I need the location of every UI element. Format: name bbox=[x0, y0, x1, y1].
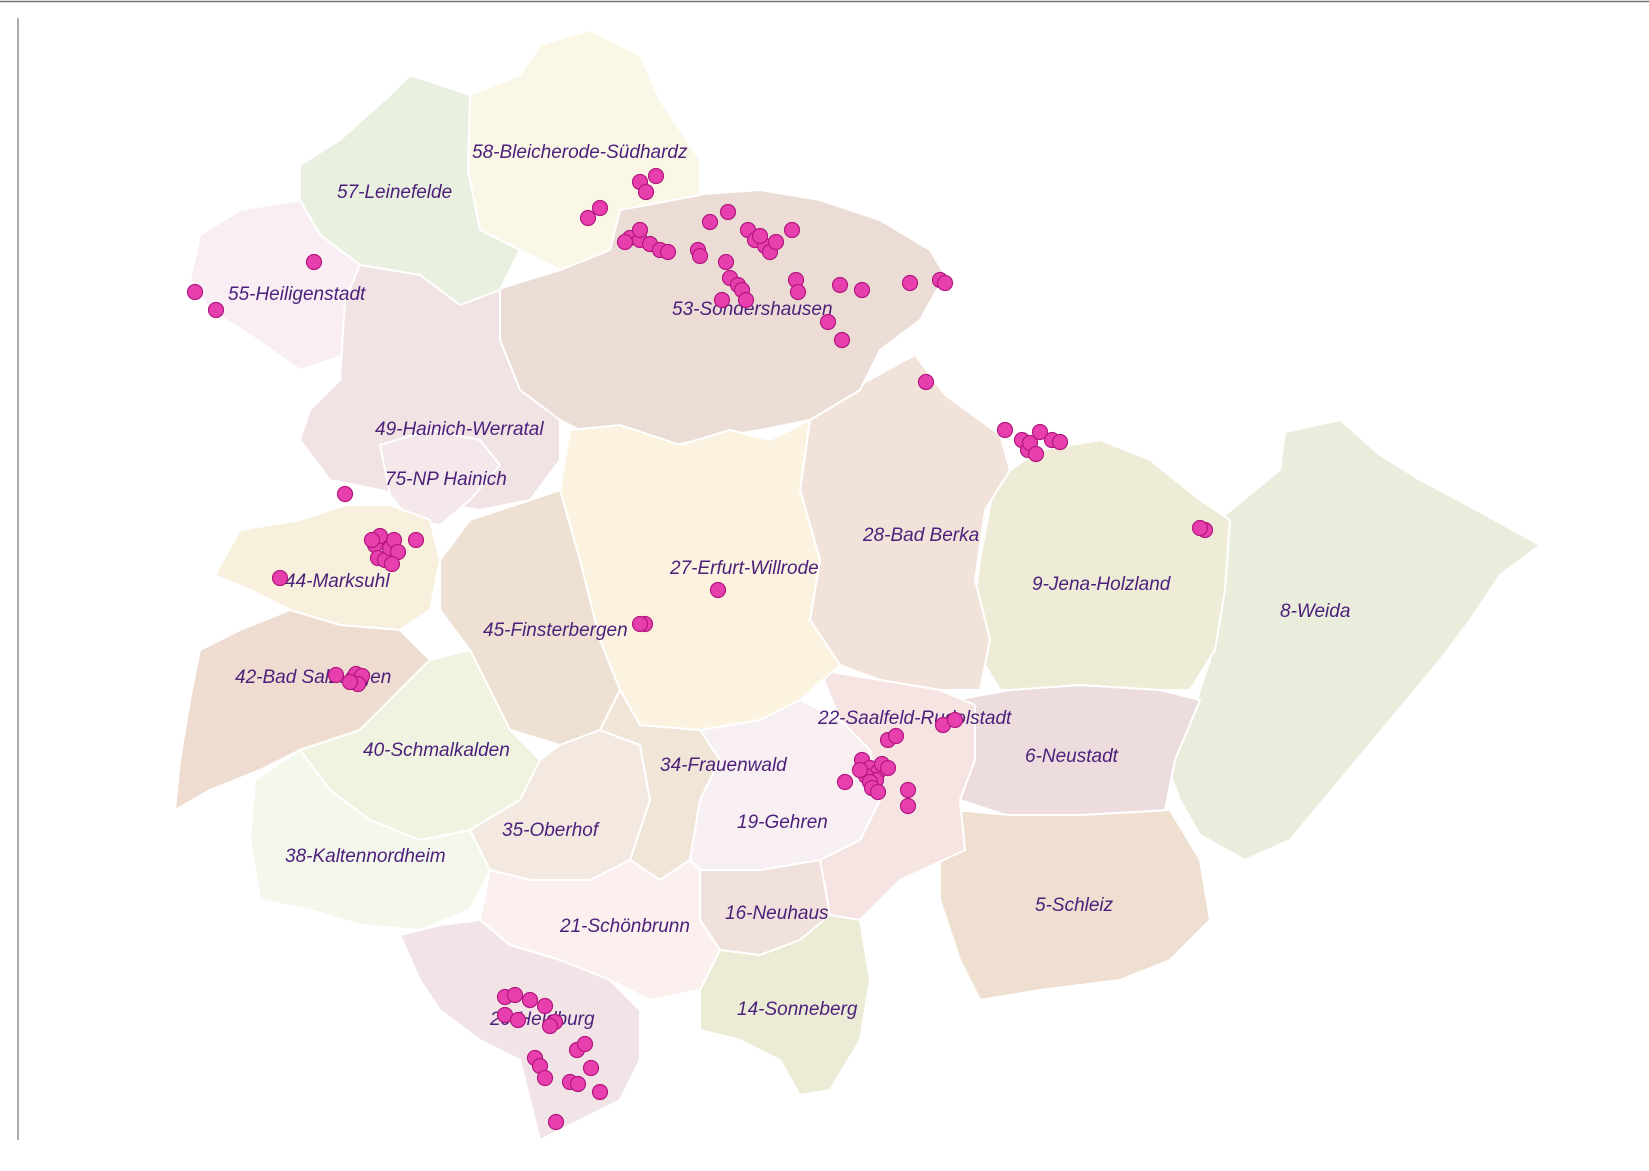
region-14[interactable] bbox=[699, 914, 871, 1096]
observation-point[interactable] bbox=[271, 569, 289, 587]
observation-point[interactable] bbox=[899, 781, 917, 799]
region-label-27: 27-Erfurt-Willrode bbox=[669, 558, 819, 579]
observation-point[interactable] bbox=[719, 203, 737, 221]
observation-point[interactable] bbox=[509, 1011, 527, 1029]
observation-point[interactable] bbox=[789, 283, 807, 301]
observation-point[interactable] bbox=[521, 991, 539, 1009]
observation-point[interactable] bbox=[869, 783, 887, 801]
observation-point[interactable] bbox=[853, 281, 871, 299]
observation-point[interactable] bbox=[1027, 445, 1045, 463]
observation-point[interactable] bbox=[709, 581, 727, 599]
observation-point[interactable] bbox=[383, 555, 401, 573]
region-38[interactable] bbox=[249, 749, 491, 931]
region-label-49: 49-Hainich-Werratal bbox=[375, 419, 544, 440]
region-label-53: 53-Sondershausen bbox=[672, 299, 833, 320]
observation-point[interactable] bbox=[659, 243, 677, 261]
observation-point[interactable] bbox=[899, 797, 917, 815]
observation-point[interactable] bbox=[831, 276, 849, 294]
observation-point[interactable] bbox=[637, 183, 655, 201]
region-label-layer: 58-Bleicherode-Südhardz 57-Leinefelde 55… bbox=[228, 142, 1350, 1030]
observation-point[interactable] bbox=[717, 253, 735, 271]
observation-point[interactable] bbox=[1051, 433, 1069, 451]
region-label-8: 8-Weida bbox=[1280, 601, 1350, 622]
observation-point[interactable] bbox=[767, 233, 785, 251]
observation-point[interactable] bbox=[547, 1113, 565, 1131]
observation-point[interactable] bbox=[186, 283, 204, 301]
observation-point[interactable] bbox=[836, 773, 854, 791]
observation-point[interactable] bbox=[647, 167, 665, 185]
region-label-19: 19-Gehren bbox=[737, 812, 828, 833]
observation-point[interactable] bbox=[946, 711, 964, 729]
observation-point[interactable] bbox=[582, 1059, 600, 1077]
observation-point[interactable] bbox=[591, 1083, 609, 1101]
observation-point[interactable] bbox=[541, 1017, 559, 1035]
observation-point[interactable] bbox=[879, 759, 897, 777]
observation-point[interactable] bbox=[506, 986, 524, 1004]
observation-point[interactable] bbox=[1031, 423, 1049, 441]
observation-point[interactable] bbox=[579, 209, 597, 227]
region-label-9: 9-Jena-Holzland bbox=[1032, 574, 1172, 595]
observation-point[interactable] bbox=[363, 531, 381, 549]
observation-point[interactable] bbox=[783, 221, 801, 239]
region-label-21: 21-Schönbrunn bbox=[559, 916, 690, 937]
region-label-16: 16-Neuhaus bbox=[725, 903, 829, 924]
region-label-14: 14-Sonneberg bbox=[737, 999, 858, 1020]
region-label-45: 45-Finsterbergen bbox=[483, 620, 628, 641]
observation-point[interactable] bbox=[631, 221, 649, 239]
region-label-38: 38-Kaltennordheim bbox=[285, 846, 446, 867]
observation-point[interactable] bbox=[996, 421, 1014, 439]
observation-point[interactable] bbox=[536, 997, 554, 1015]
region-label-28: 28-Bad Berka bbox=[862, 525, 979, 546]
region-label-40: 40-Schmalkalden bbox=[363, 740, 510, 761]
observation-point[interactable] bbox=[341, 673, 359, 691]
region-19[interactable] bbox=[689, 699, 881, 871]
observation-point[interactable] bbox=[407, 531, 425, 549]
observation-point[interactable] bbox=[207, 301, 225, 319]
observation-point[interactable] bbox=[901, 274, 919, 292]
region-label-34: 34-Frauenwald bbox=[660, 755, 788, 776]
region-label-6: 6-Neustadt bbox=[1025, 746, 1119, 767]
observation-point[interactable] bbox=[631, 615, 649, 633]
observation-point[interactable] bbox=[851, 761, 869, 779]
region-label-22: 22-Saalfeld-Rudolstadt bbox=[817, 708, 1012, 729]
observation-point[interactable] bbox=[833, 331, 851, 349]
observation-point[interactable] bbox=[737, 291, 755, 309]
observation-point[interactable] bbox=[336, 485, 354, 503]
region-layer bbox=[174, 29, 1541, 1141]
region-label-75: 75-NP Hainich bbox=[385, 469, 507, 490]
region-label-5: 5-Schleiz bbox=[1035, 895, 1114, 916]
observation-point[interactable] bbox=[701, 213, 719, 231]
observation-point[interactable] bbox=[691, 247, 709, 265]
observation-point[interactable] bbox=[591, 199, 609, 217]
observation-point[interactable] bbox=[569, 1075, 587, 1093]
observation-point[interactable] bbox=[327, 666, 345, 684]
region-label-55: 55-Heiligenstadt bbox=[228, 284, 366, 305]
observation-point[interactable] bbox=[936, 274, 954, 292]
region-label-35: 35-Oberhof bbox=[502, 820, 600, 841]
region-label-58: 58-Bleicherode-Südhardz bbox=[472, 142, 688, 163]
observation-point[interactable] bbox=[616, 233, 634, 251]
observation-point[interactable] bbox=[917, 373, 935, 391]
observation-point[interactable] bbox=[576, 1035, 594, 1053]
region-49[interactable] bbox=[299, 264, 561, 511]
observation-point[interactable] bbox=[887, 727, 905, 745]
observation-point[interactable] bbox=[1191, 519, 1209, 537]
observation-point[interactable] bbox=[713, 291, 731, 309]
observation-point[interactable] bbox=[751, 227, 769, 245]
observation-point[interactable] bbox=[819, 313, 837, 331]
observation-point[interactable] bbox=[536, 1069, 554, 1087]
region-75[interactable] bbox=[379, 429, 501, 526]
region-5[interactable] bbox=[939, 809, 1211, 1001]
observation-point-layer bbox=[186, 167, 1214, 1131]
region-label-44: 44-Marksuhl bbox=[285, 571, 390, 592]
observation-point[interactable] bbox=[305, 253, 323, 271]
region-label-57: 57-Leinefelde bbox=[337, 182, 452, 203]
